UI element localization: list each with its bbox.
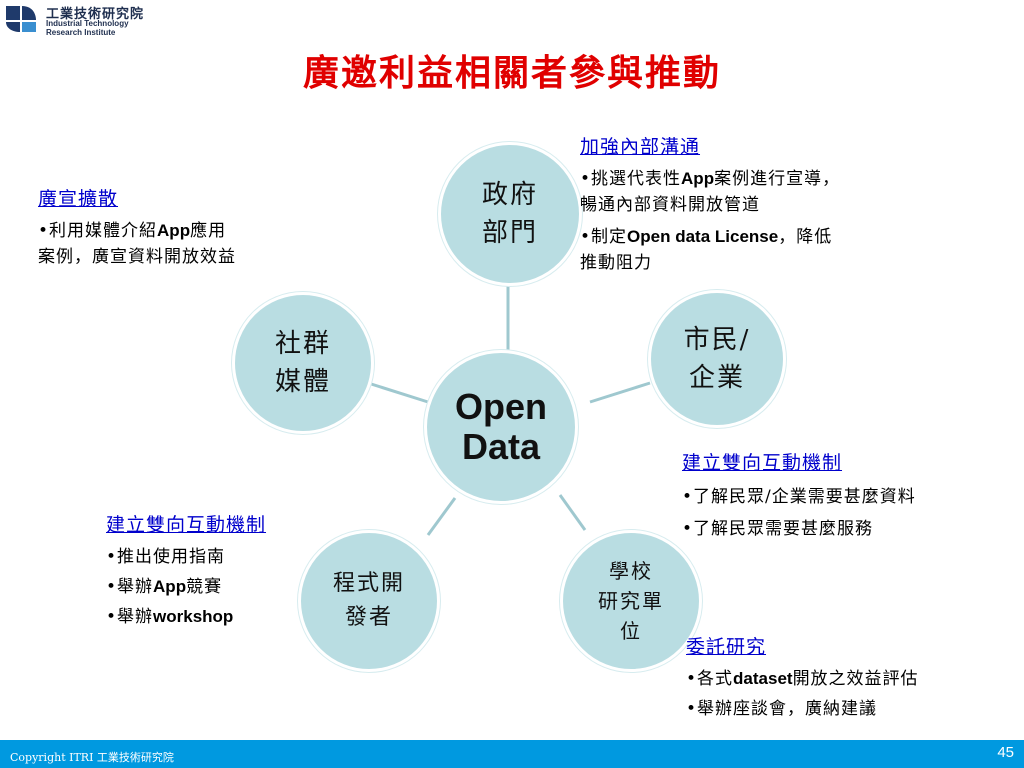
node-open-data: Open Data	[424, 350, 578, 504]
node-gov: 政府 部門	[438, 142, 582, 286]
box-gov-heading: 加強內部溝通	[580, 136, 701, 158]
logo-english-line1: Industrial Technology	[46, 19, 129, 28]
box-social-heading: 廣宣擴散	[38, 188, 119, 210]
box-dev-heading: 建立雙向互動機制	[106, 514, 267, 536]
itri-logo: 工業技術研究院 Industrial Technology Research I…	[4, 2, 194, 37]
line-social	[367, 381, 429, 404]
logo-chinese-name: 工業技術研究院	[46, 7, 145, 22]
node-social: 社群 媒體	[232, 292, 374, 434]
box-dev-item-2: •舉辦App競賽	[106, 577, 223, 597]
box-gov-item-1: •挑選代表性App案例進行宣導， 暢通內部資料開放管道	[580, 169, 841, 215]
logo-english-line2: Research Institute	[46, 28, 116, 37]
itri-logo-icon	[6, 6, 36, 32]
line-citizen	[589, 381, 651, 404]
line-school	[558, 494, 587, 531]
node-citizen-label: 市民/ 企業	[683, 325, 751, 393]
node-school-label: 學校 研究單 位	[598, 559, 664, 643]
node-school: 學校 研究單 位	[560, 530, 702, 672]
box-social: 廣宣擴散 •利用媒體介紹App應用 案例，廣宣資料開放效益	[38, 184, 236, 270]
page-title: 廣邀利益相關者參與推動	[302, 52, 721, 94]
box-dev-item-1: •推出使用指南	[106, 547, 226, 567]
node-citizen: 市民/ 企業	[648, 290, 786, 428]
box-social-item: •利用媒體介紹App應用 案例，廣宣資料開放效益	[38, 221, 236, 267]
node-social-label: 社群 媒體	[274, 329, 331, 397]
node-open-data-label: Open Data	[454, 386, 547, 467]
box-citizen-heading: 建立雙向互動機制	[682, 452, 843, 474]
box-citizen: 建立雙向互動機制 •了解民眾/企業需要甚麼資料 •了解民眾需要甚麼服務	[682, 448, 916, 542]
box-school: 委託研究 •各式dataset開放之效益評估 •舉辦座談會，廣納建議	[686, 632, 919, 722]
box-school-item-2: •舉辦座談會，廣納建議	[686, 699, 878, 719]
box-school-heading: 委託研究	[686, 636, 767, 658]
node-dev-label: 程式開 發者	[332, 571, 405, 630]
line-dev	[426, 497, 457, 536]
node-gov-label: 政府 部門	[481, 180, 538, 248]
box-citizen-item-1: •了解民眾/企業需要甚麼資料	[682, 487, 916, 507]
box-dev-item-3: •舉辦workshop	[106, 607, 234, 627]
box-gov: 加強內部溝通 •挑選代表性App案例進行宣導， 暢通內部資料開放管道 •制定Op…	[580, 132, 840, 276]
page-number: 45	[997, 744, 1014, 761]
node-dev: 程式開 發者	[298, 530, 440, 672]
box-citizen-item-2: •了解民眾需要甚麼服務	[682, 519, 874, 539]
box-gov-item-2: •制定Open data License，降低 推動阻力	[580, 227, 833, 273]
box-school-item-1: •各式dataset開放之效益評估	[686, 669, 919, 689]
box-dev: 建立雙向互動機制 •推出使用指南 •舉辦App競賽 •舉辦workshop	[106, 510, 266, 630]
footer-bar: Copyright ITRI 工業技術研究院 45	[0, 740, 1024, 768]
footer-copyright: Copyright ITRI 工業技術研究院	[10, 751, 174, 764]
